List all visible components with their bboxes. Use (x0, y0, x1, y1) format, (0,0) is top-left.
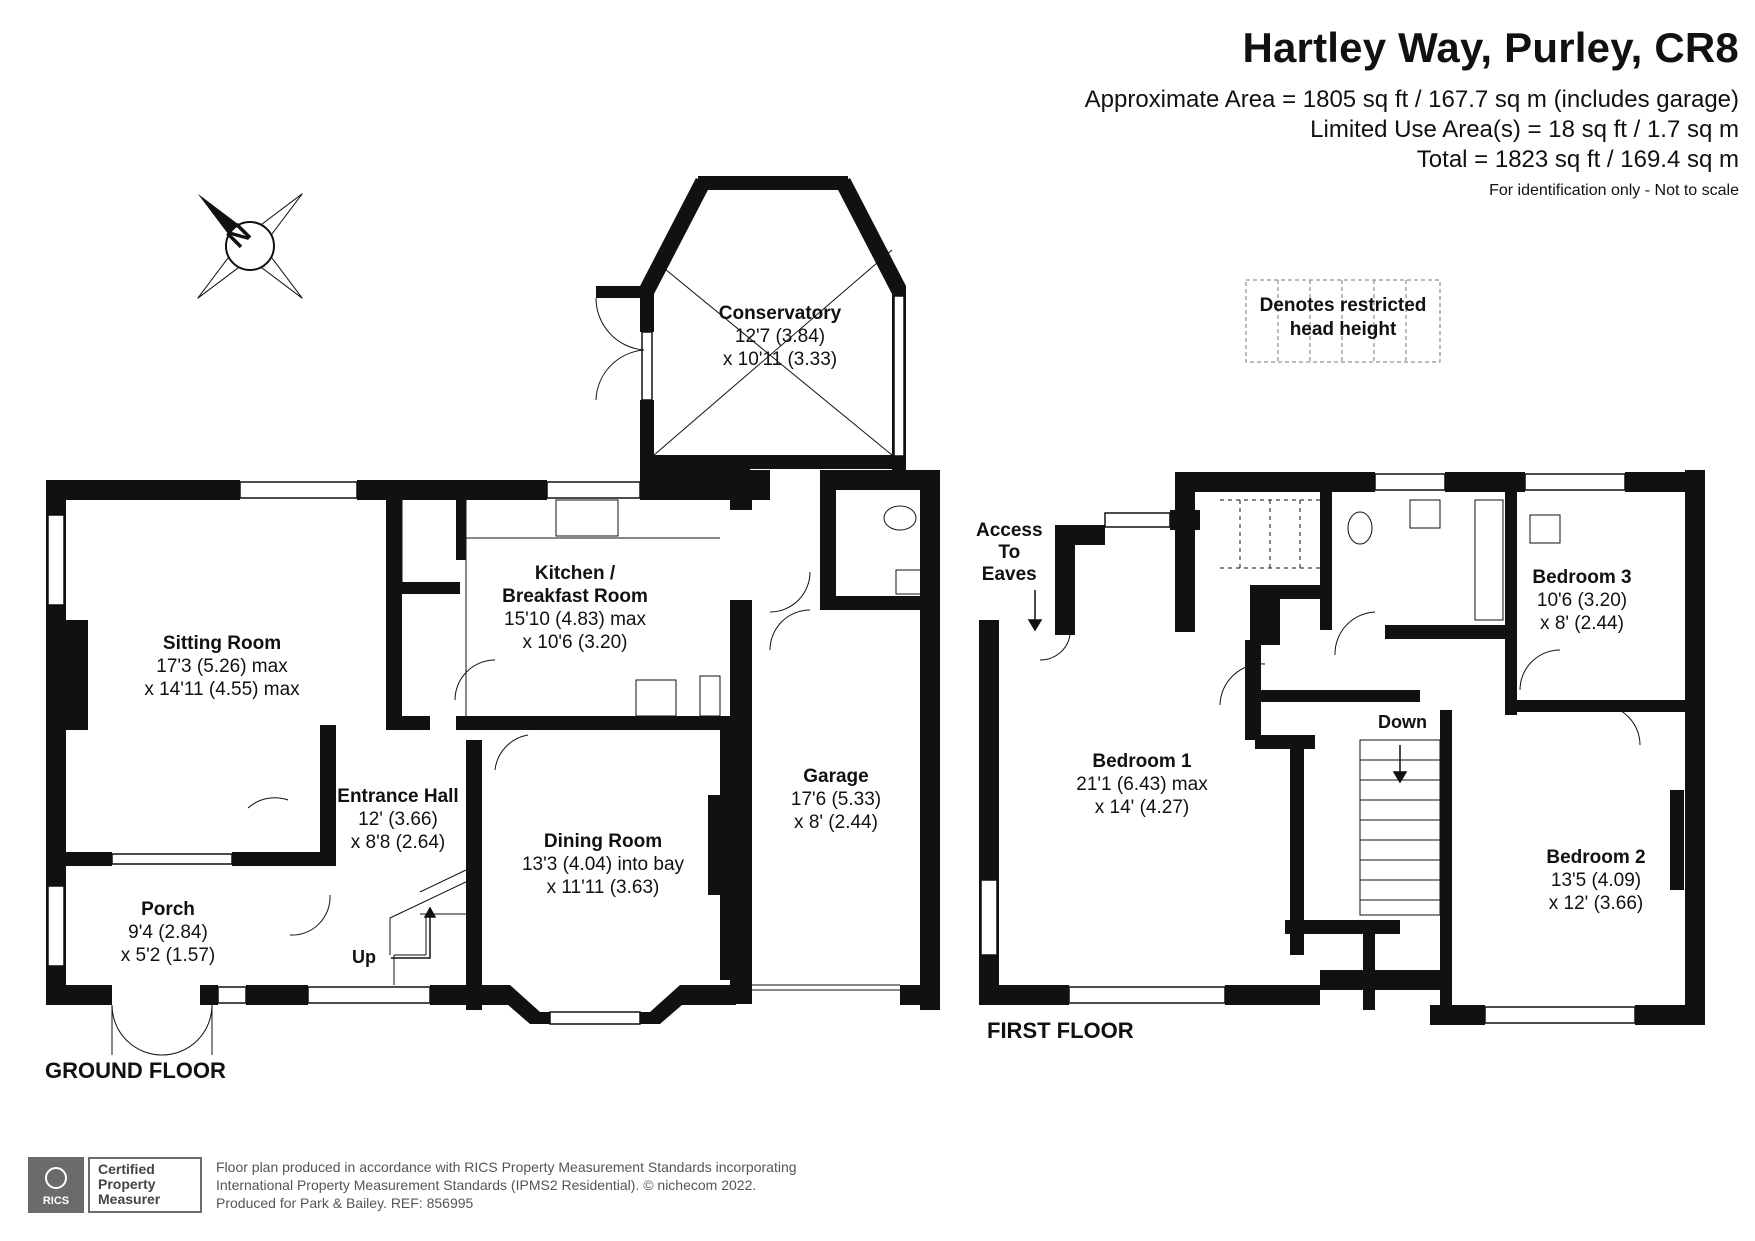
ground-floor-label: GROUND FLOOR (45, 1058, 226, 1083)
property-address-title: Hartley Way, Purley, CR8 (1242, 24, 1739, 71)
stairs-down-label: Down (1378, 712, 1427, 732)
room-bedroom-1: Bedroom 1 21'1 (6.43) max x 14' (4.27) (1076, 751, 1208, 818)
room-dining-room: Dining Room 13'3 (4.04) into bay x 11'11… (521, 831, 685, 898)
room-kitchen-breakfast: Kitchen / Breakfast Room 15'10 (4.83) ma… (502, 563, 648, 653)
room-bedroom-2: Bedroom 2 13'5 (4.09) x 12' (3.66) (1546, 847, 1646, 914)
access-to-eaves-label: Access To Eaves (976, 520, 1043, 585)
room-sitting-room: Sitting Room 17'3 (5.26) max x 14'11 (4.… (144, 633, 300, 700)
footer-line-3: Produced for Park & Bailey. REF: 856995 (216, 1195, 474, 1211)
compass-rose-icon (197, 193, 303, 299)
footer-disclaimer: Floor plan produced in accordance with R… (216, 1158, 797, 1212)
certified-measurer-badge: Certified Property Measurer (88, 1157, 202, 1213)
total-area-text: Total = 1823 sq ft / 169.4 sq m (1416, 146, 1739, 173)
restricted-height-legend-box (1245, 279, 1441, 363)
legend-line-1: Denotes restricted (1259, 295, 1427, 316)
wall (46, 480, 66, 1004)
rics-badge: RICS (28, 1157, 84, 1213)
rics-crest-icon (45, 1167, 67, 1189)
not-to-scale-note: For identification only - Not to scale (1489, 182, 1739, 199)
footer-line-2: International Property Measurement Stand… (216, 1177, 757, 1193)
room-entrance-hall: Entrance Hall 12' (3.66) x 8'8 (2.64) (337, 786, 459, 853)
rics-certified-logo: RICS Certified Property Measurer (28, 1157, 204, 1213)
restricted-height-legend: Denotes restricted head height (1246, 280, 1440, 362)
room-porch: Porch 9'4 (2.84) x 5'2 (1.57) (120, 899, 216, 966)
wall (357, 480, 547, 500)
room-bedroom-3: Bedroom 3 10'6 (3.20) x 8' (2.44) (1532, 567, 1632, 634)
approximate-area-text: Approximate Area = 1805 sq ft / 167.7 sq… (1084, 86, 1739, 113)
room-garage: Garage 17'6 (5.33) x 8' (2.44) (790, 766, 882, 833)
stairs-up-label: Up (352, 947, 376, 967)
legend-line-2: head height (1289, 319, 1397, 340)
wall (46, 480, 240, 500)
footer-line-1: Floor plan produced in accordance with R… (216, 1159, 797, 1175)
room-conservatory: Conservatory 12'7 (3.84) x 10'11 (3.33) (718, 303, 842, 370)
first-floor-label: FIRST FLOOR (987, 1018, 1134, 1043)
limited-use-area-text: Limited Use Area(s) = 18 sq ft / 1.7 sq … (1310, 116, 1739, 143)
